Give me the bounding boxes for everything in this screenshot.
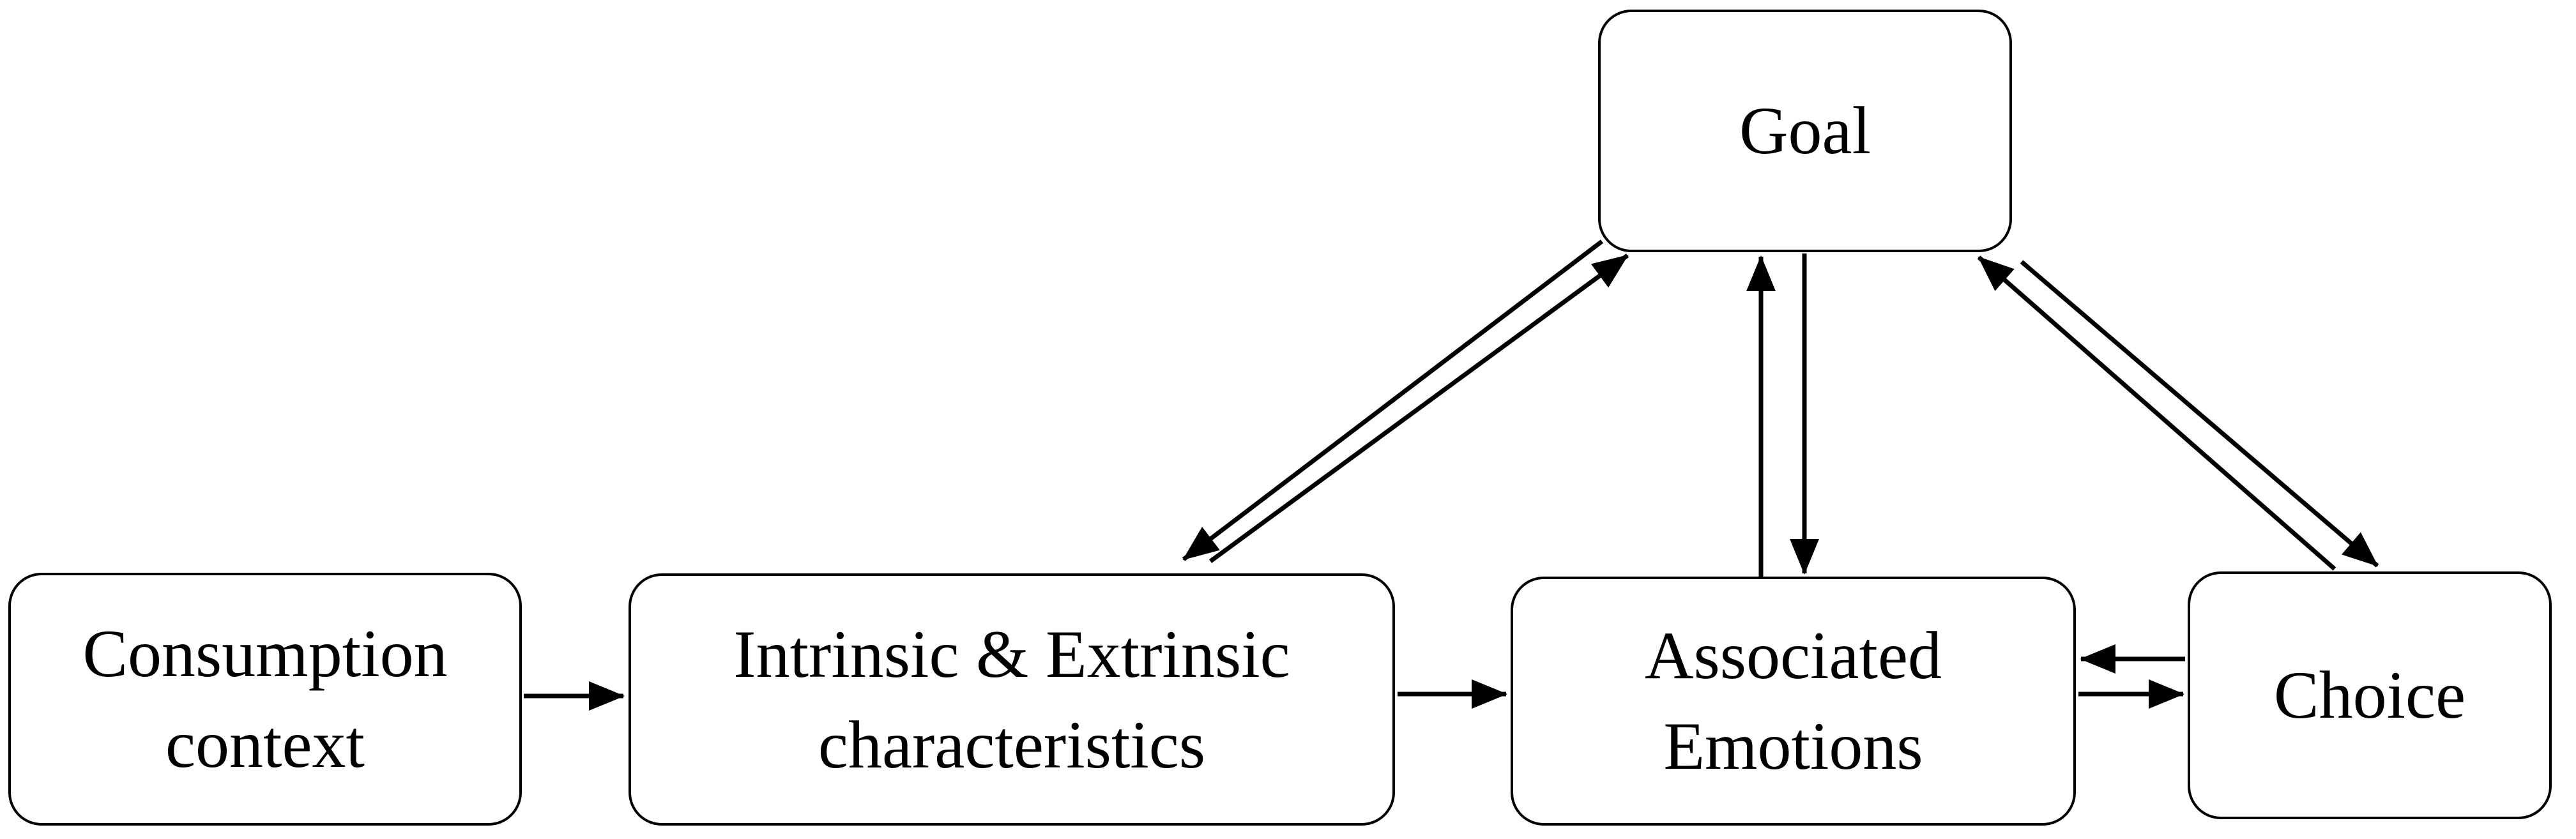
node-goal-label: Goal xyxy=(1739,93,1871,168)
node-goal: Goal xyxy=(1598,10,2012,252)
node-consumption-context-label: Consumption context xyxy=(82,616,448,782)
node-associated-emotions-label: Associated Emotions xyxy=(1644,618,1942,783)
arrow-goal-to-intrinsic xyxy=(1182,239,1604,561)
arrow-intrinsic-to-goal xyxy=(1208,253,1629,563)
node-choice-label: Choice xyxy=(2273,658,2466,732)
node-intrinsic-extrinsic-characteristics-label: Intrinsic & Extrinsic characteristics xyxy=(733,616,1290,782)
node-consumption-context: Consumption context xyxy=(8,573,522,826)
node-intrinsic-extrinsic-characteristics: Intrinsic & Extrinsic characteristics xyxy=(629,573,1395,826)
arrow-choice-to-goal xyxy=(1977,255,2336,571)
node-associated-emotions: Associated Emotions xyxy=(1511,577,2076,826)
node-choice: Choice xyxy=(2188,571,2552,819)
arrow-goal-to-choice xyxy=(2020,260,2379,568)
